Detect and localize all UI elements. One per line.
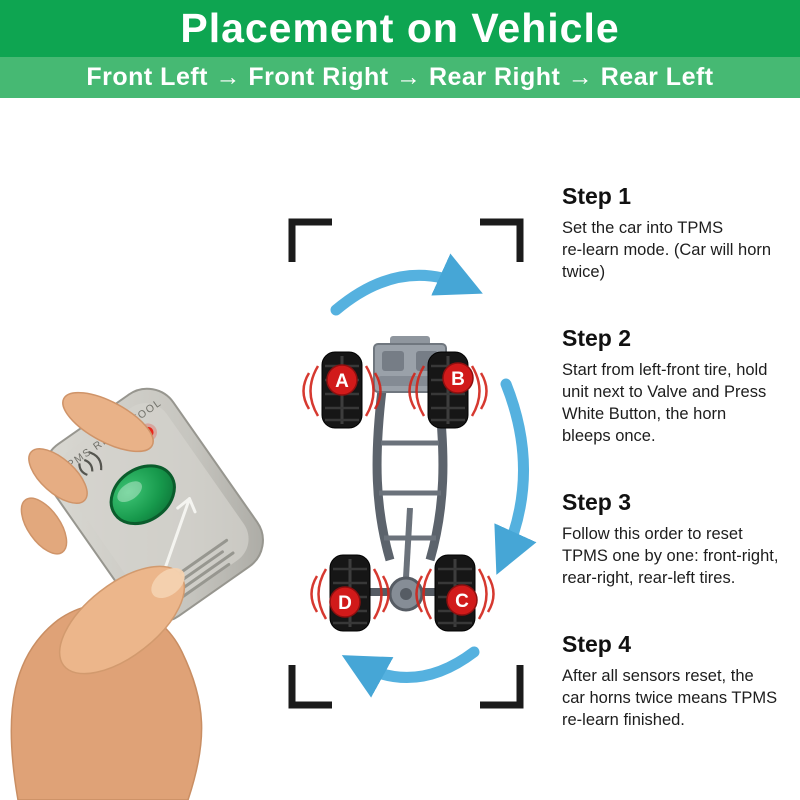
rotation-arrows [330, 253, 537, 698]
header-banner: Placement on Vehicle [0, 0, 800, 57]
signal-waves [302, 365, 495, 620]
arrow-right [494, 378, 537, 575]
device-arrow-icon [161, 497, 197, 575]
fingers [20, 391, 154, 555]
wheel-label-front-right: B [442, 362, 474, 394]
tool-button-highlight [117, 481, 143, 503]
arrow-top [330, 253, 483, 316]
placement-order-text: Front Left → Front Right → Rear Right → … [86, 63, 714, 91]
step-3-title: Step 3 [562, 489, 632, 515]
step-4-text: After all sensors reset, the car horns t… [562, 667, 778, 729]
step-4-title: Step 4 [562, 631, 632, 657]
svg-text:A: A [335, 371, 349, 392]
step-4: Step 4 After all sensors reset, the car … [562, 631, 794, 731]
step-2-text: Start from left-front tire, hold unit ne… [562, 361, 768, 445]
vehicle-diagram: A B C D [288, 218, 537, 709]
step-2-title: Step 2 [562, 325, 632, 351]
frame-corner-brackets [288, 218, 524, 709]
truck-chassis [350, 336, 470, 612]
page-title: Placement on Vehicle [180, 5, 620, 51]
step-3: Step 3 Follow this order to reset TPMS o… [562, 489, 794, 589]
svg-text:C: C [455, 591, 469, 612]
wheel-label-front-left: A [326, 364, 358, 396]
hand-holding-tool-illustration: TPMS RESET TOOL [10, 387, 264, 800]
step-2: Step 2 Start from left-front tire, hold … [562, 325, 794, 447]
step-1-text: Set the car into TPMS re-learn mode. (Ca… [562, 219, 772, 281]
placement-order-banner: Front Left → Front Right → Rear Right → … [0, 57, 800, 98]
tool-green-button [109, 464, 176, 526]
arrow-bottom [341, 646, 480, 698]
step-1-title: Step 1 [562, 183, 632, 209]
wheel-label-rear-left: D [329, 586, 361, 618]
step-1: Step 1 Set the car into TPMS re-learn mo… [562, 183, 794, 283]
svg-text:D: D [338, 593, 352, 614]
step-3-text: Follow this order to reset TPMS one by o… [562, 525, 779, 587]
svg-text:B: B [451, 369, 465, 390]
instruction-steps: Step 1 Set the car into TPMS re-learn mo… [562, 183, 794, 773]
thumb-nail [151, 567, 185, 599]
wheel-label-rear-right: C [446, 584, 478, 616]
